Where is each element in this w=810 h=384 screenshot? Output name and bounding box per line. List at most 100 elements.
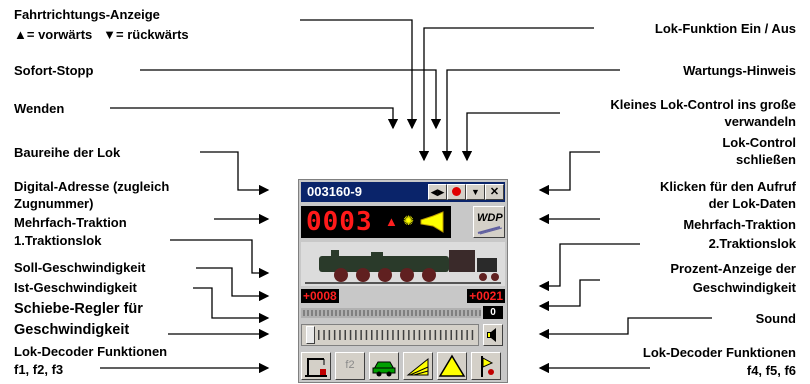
- locomotive-image: [301, 242, 505, 286]
- label-ist-geschw: Ist-Geschwindigkeit: [14, 280, 137, 295]
- slider-tick: [323, 330, 325, 340]
- slider-tick: [445, 330, 447, 340]
- label-sofort-stopp: Sofort-Stopp: [14, 63, 94, 78]
- reverse-direction-button[interactable]: ◀▶: [428, 184, 447, 200]
- function-f6-button[interactable]: [471, 352, 501, 380]
- label-digital-adresse-2: Zugnummer): [14, 196, 94, 211]
- slider-tick: [455, 330, 458, 340]
- slider-tick: [413, 330, 415, 340]
- title-bar[interactable]: 003160-9 ◀▶ ▼ ✕: [301, 182, 505, 202]
- function-f3-button[interactable]: [369, 352, 399, 380]
- meter-segment: [315, 310, 317, 316]
- ramp-icon: [406, 357, 429, 376]
- horn-icon[interactable]: [419, 210, 447, 234]
- label-digital-adresse-1: Digital-Adresse (zugleich: [14, 179, 170, 194]
- slider-tick: [328, 330, 331, 340]
- meter-segment: [471, 310, 473, 316]
- function-f2-label: f2: [345, 359, 355, 371]
- speed-percent-display: 0: [483, 306, 503, 319]
- close-control-button[interactable]: ✕: [485, 184, 504, 200]
- function-f4-button[interactable]: [403, 352, 433, 380]
- meter-segment: [367, 310, 369, 316]
- direction-forward-icon: ▲: [385, 214, 398, 229]
- address-digits: 0003: [306, 207, 373, 237]
- speed-slider[interactable]: [301, 324, 479, 346]
- label-schliessen-1: Lok-Control: [722, 135, 796, 150]
- slider-tick: [360, 330, 362, 340]
- meter-segment: [327, 310, 329, 316]
- meter-segment: [439, 310, 441, 316]
- meter-segment: [395, 310, 397, 316]
- label-decoder-right-1: Lok-Decoder Funktionen: [642, 345, 796, 360]
- meter-segment: [479, 310, 481, 316]
- meter-segment: [391, 310, 393, 316]
- expand-control-button[interactable]: ▼: [466, 184, 485, 200]
- meter-segment: [379, 310, 381, 316]
- car-icon: [372, 361, 396, 377]
- label-wartungs: Wartungs-Hinweis: [683, 63, 796, 78]
- meter-segment: [363, 310, 365, 316]
- meter-segment: [447, 310, 449, 316]
- label-baureihe: Baureihe der Lok: [14, 145, 121, 160]
- direction-legend: ▲= vorwärts ▼= rückwärts: [14, 26, 189, 43]
- lok-control-window: 003160-9 ◀▶ ▼ ✕ 0003 ▲ ✺ WDP: [298, 179, 508, 383]
- slider-tick: [471, 330, 474, 340]
- actual-speed-display: +0021: [467, 289, 505, 303]
- direction-toggle-icon: ◀▶: [430, 187, 445, 197]
- slider-tick: [450, 330, 452, 340]
- label-decoder-right-2: f4, f5, f6: [746, 363, 796, 378]
- slider-ticks: [318, 330, 474, 340]
- meter-segment: [359, 310, 361, 316]
- meter-segment: [375, 310, 377, 316]
- label-lok-funktion: Lok-Funktion Ein / Aus: [654, 21, 796, 36]
- sound-button[interactable]: [483, 324, 503, 346]
- function-f2-button[interactable]: f2: [335, 352, 365, 380]
- loco-series-label: 003160-9: [307, 184, 362, 199]
- label-mehrfach-right-1: Mehrfach-Traktion: [683, 217, 796, 232]
- label-mehrfach-left-1: Mehrfach-Traktion: [14, 215, 127, 230]
- emergency-stop-button[interactable]: [447, 184, 466, 200]
- meter-segment: [371, 310, 373, 316]
- target-speed-display: +0008: [301, 289, 339, 303]
- slider-tick: [402, 330, 405, 340]
- legend-forward-label: = vorwärts: [26, 27, 93, 42]
- meter-segment: [355, 310, 357, 316]
- light-function-icon[interactable]: ✺: [403, 213, 414, 228]
- meter-segment: [451, 310, 453, 316]
- label-kleines-2: verwandeln: [724, 114, 796, 129]
- meter-segment: [307, 310, 309, 316]
- triangle-up-icon: ▲: [14, 27, 27, 42]
- slider-tick: [397, 330, 399, 340]
- meter-segment: [463, 310, 465, 316]
- loco-data-button[interactable]: WDP: [473, 206, 505, 238]
- label-prozent-2: Geschwindigkeit: [692, 280, 796, 295]
- meter-segment: [319, 310, 321, 316]
- slider-tick: [355, 330, 357, 340]
- function-f1-button[interactable]: [301, 352, 331, 380]
- label-decoder-left-2: f1, f2, f3: [14, 362, 64, 377]
- meter-segment: [415, 310, 417, 316]
- meter-segment: [459, 310, 461, 316]
- meter-segment: [399, 310, 401, 316]
- slider-tick: [386, 330, 389, 340]
- slider-tick: [376, 330, 378, 340]
- label-direction-title: Fahrtrichtungs-Anzeige: [14, 7, 160, 22]
- slider-tick: [429, 330, 431, 340]
- steam-locomotive-icon: [305, 250, 501, 284]
- expand-icon: ▼: [471, 187, 480, 197]
- signal-icon: [481, 356, 494, 377]
- speaker-icon: [487, 328, 496, 342]
- meter-segment: [335, 310, 337, 316]
- meter-segment: [411, 310, 413, 316]
- meter-segment: [407, 310, 409, 316]
- slider-tick: [318, 330, 320, 340]
- meter-segment: [423, 310, 425, 316]
- label-mehrfach-left-2: 1.Traktionslok: [14, 233, 102, 248]
- meter-segment: [339, 310, 341, 316]
- speed-slider-thumb[interactable]: [306, 326, 315, 344]
- meter-segment: [431, 310, 433, 316]
- slider-tick: [381, 330, 384, 340]
- meter-segment: [427, 310, 429, 316]
- wdp-track-icon: [477, 226, 502, 235]
- function-f5-button[interactable]: [437, 352, 467, 380]
